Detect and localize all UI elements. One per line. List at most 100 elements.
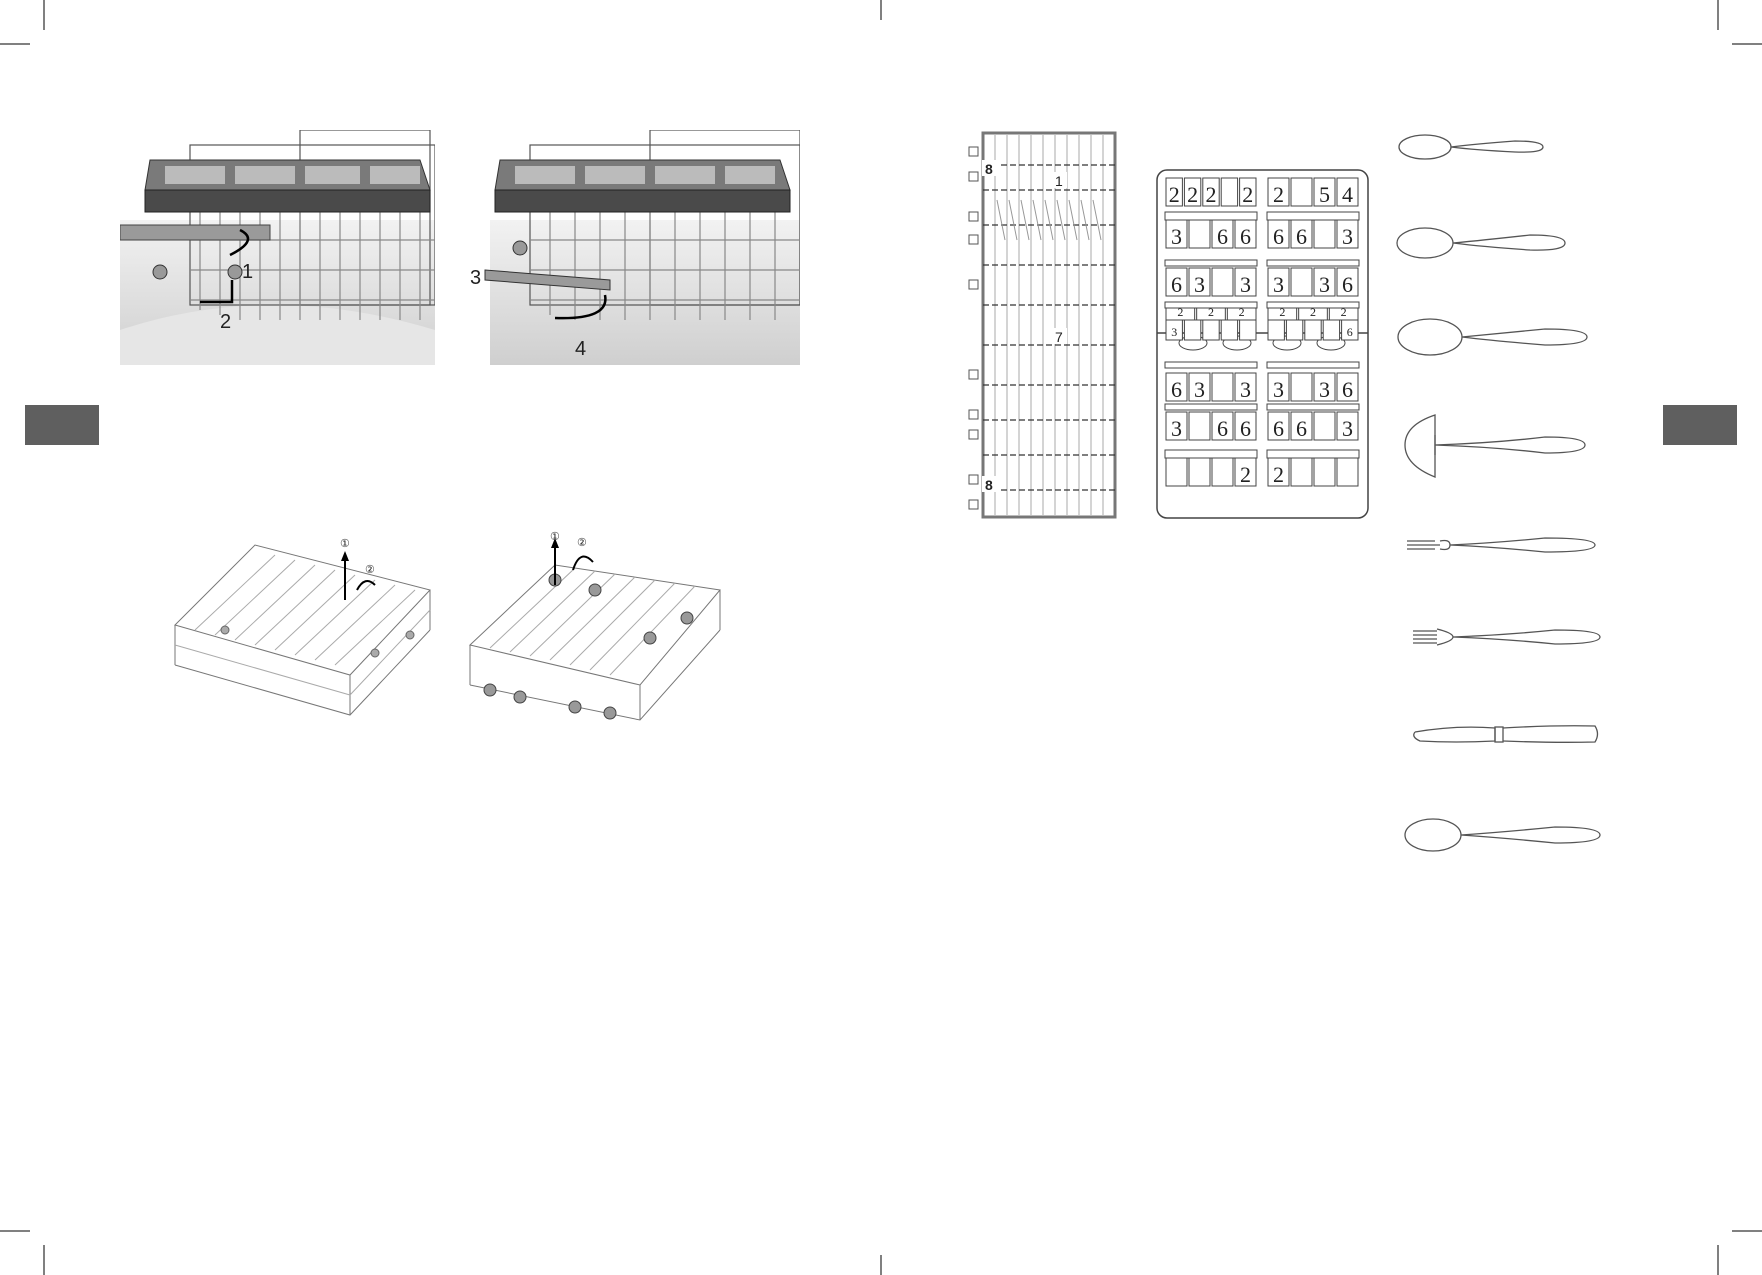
basket-slot-number: 3 (1194, 272, 1205, 297)
cutlery-tray-diagram: 8 1 7 8 (965, 130, 1120, 522)
basket-slot (1314, 458, 1335, 486)
utensil-illustrations (1395, 125, 1610, 860)
step-label-3: 3 (470, 267, 481, 289)
basket-slot-number: 3 (1273, 272, 1284, 297)
step-label-2: 2 (220, 311, 231, 333)
step-label-4: 4 (575, 338, 586, 360)
basket-slot (1314, 412, 1335, 440)
basket-slot-number: 2 (1208, 305, 1214, 319)
basket-slot (1291, 458, 1312, 486)
step-circled-1b: ① (550, 531, 560, 543)
ladle-icon (1405, 415, 1585, 477)
basket-slot-number: 6 (1240, 416, 1251, 441)
basket-slot-number: 2 (1177, 305, 1183, 319)
figure-cutlery-tray: 8 1 7 8 (965, 130, 1120, 522)
basket-illustration-2: ① ② (465, 530, 725, 725)
figure-cutlery-basket: 2222254366663633336222222366333363666632… (1155, 168, 1370, 520)
basket-slot (1189, 220, 1210, 248)
basket-slot-number: 6 (1342, 272, 1353, 297)
basket-slot-number: 3 (1342, 416, 1353, 441)
rack-illustration: 1 2 (120, 130, 435, 365)
basket-slot-number: 2 (1242, 182, 1253, 207)
basket-slot-number: 2 (1273, 462, 1284, 487)
basket-slot-number: 6 (1342, 377, 1353, 402)
basket-slot-number: 3 (1342, 224, 1353, 249)
basket-slot (1337, 458, 1358, 486)
tray-label-8-top: 8 (985, 161, 993, 177)
basket-slot-number: 3 (1171, 325, 1177, 339)
right-side-tab (1663, 405, 1737, 445)
basket-slot-number: 6 (1296, 416, 1307, 441)
basket-slot (1268, 320, 1284, 340)
basket-slot-number: 2 (1310, 305, 1316, 319)
basket-slot-number: 3 (1171, 416, 1182, 441)
basket-slot (1212, 373, 1233, 401)
basket-slot-number: 2 (1239, 305, 1245, 319)
basket-slot-number: 2 (1279, 305, 1285, 319)
basket-slot-number: 2 (1240, 462, 1251, 487)
figure-rack-adjust-2: 3 4 (470, 130, 800, 365)
basket-slot (1212, 268, 1233, 296)
dinner-fork-icon (1413, 629, 1600, 645)
step-label-1: 1 (242, 261, 253, 283)
basket-slot-number: 6 (1217, 416, 1228, 441)
figure-basket-removal-2: ① ② (465, 530, 725, 725)
basket-slot (1221, 178, 1237, 206)
basket-slot-number: 6 (1171, 377, 1182, 402)
step-circled-1: ① (340, 538, 350, 550)
basket-slot (1291, 373, 1312, 401)
figure-rack-adjust-1: 1 2 (120, 130, 435, 365)
basket-slot (1240, 320, 1256, 340)
basket-slot-number: 6 (1347, 325, 1353, 339)
basket-slot-number: 6 (1273, 416, 1284, 441)
basket-slot (1305, 320, 1321, 340)
basket-slot-number: 2 (1341, 305, 1347, 319)
basket-slot (1221, 320, 1237, 340)
basket-slot-number: 2 (1169, 182, 1180, 207)
basket-illustration: ① ② (165, 535, 435, 720)
figure-basket-removal-1: ① ② (165, 535, 435, 720)
tray-label-1: 1 (1055, 173, 1063, 189)
tray-label-7: 7 (1055, 329, 1063, 345)
basket-slot-number: 3 (1240, 272, 1251, 297)
basket-slot (1184, 320, 1200, 340)
basket-slot-number: 6 (1273, 224, 1284, 249)
basket-slot (1286, 320, 1302, 340)
cutlery-tray-2 (495, 160, 790, 212)
basket-slot-number: 3 (1319, 377, 1330, 402)
step-circled-2b: ② (577, 537, 587, 549)
basket-slot-number: 6 (1217, 224, 1228, 249)
basket-slot (1291, 178, 1312, 206)
step-circled-2: ② (365, 564, 375, 576)
basket-slot-number: 4 (1342, 182, 1353, 207)
basket-slot (1212, 458, 1233, 486)
figure-utensils (1395, 125, 1610, 860)
basket-slot-number: 2 (1273, 182, 1284, 207)
basket-slot-number: 6 (1296, 224, 1307, 249)
serving-spoon-icon (1405, 819, 1600, 851)
soup-spoon-icon (1398, 319, 1587, 355)
basket-slot (1189, 412, 1210, 440)
basket-slot (1291, 268, 1312, 296)
serving-fork-icon (1407, 538, 1595, 552)
dessert-spoon-icon (1397, 228, 1565, 258)
basket-slot-number: 3 (1273, 377, 1284, 402)
knife-icon (1414, 726, 1598, 743)
left-side-tab (25, 405, 99, 445)
basket-slot-number: 2 (1187, 182, 1198, 207)
basket-slot (1203, 320, 1219, 340)
basket-slot-number: 5 (1319, 182, 1330, 207)
cutlery-tray (145, 160, 430, 212)
rack-illustration-2: 3 4 (470, 130, 800, 365)
basket-slot (1314, 220, 1335, 248)
basket-slot (1323, 320, 1339, 340)
basket-slot (1189, 458, 1210, 486)
basket-slot-number: 3 (1171, 224, 1182, 249)
tray-label-8-bottom: 8 (985, 477, 993, 493)
basket-slot-number: 6 (1240, 224, 1251, 249)
basket-slot-number: 3 (1240, 377, 1251, 402)
basket-slot-number: 6 (1171, 272, 1182, 297)
basket-slot-number: 2 (1206, 182, 1217, 207)
basket-slot-number: 3 (1319, 272, 1330, 297)
